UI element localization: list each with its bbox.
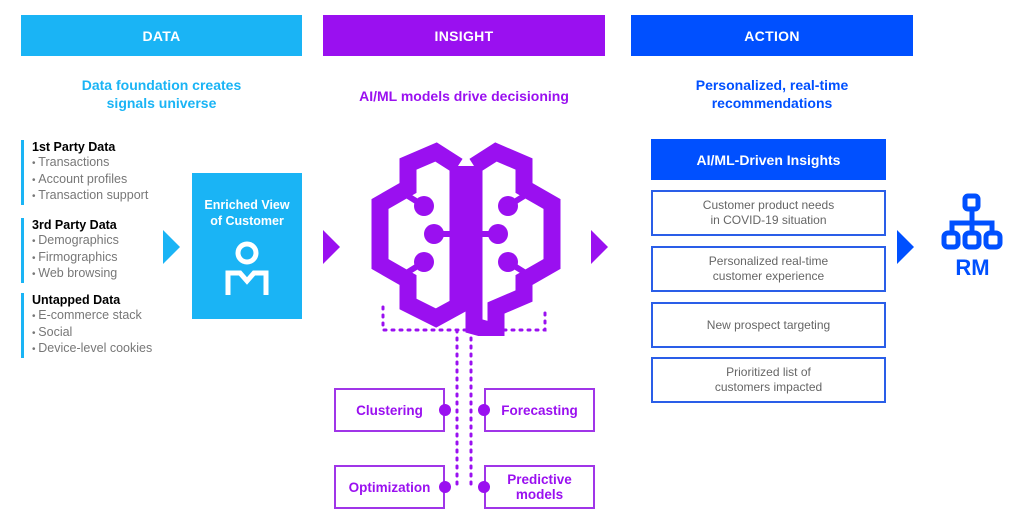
arrow-right-icon: [591, 230, 608, 264]
connector-dot: [478, 404, 490, 416]
org-hierarchy-icon: [941, 193, 1003, 250]
data-group-item: Demographics: [32, 233, 119, 250]
insight-line: Customer product needs: [702, 198, 835, 212]
rm-label: RM: [955, 255, 990, 280]
connector-dot: [478, 481, 490, 493]
insight-line: customers impacted: [714, 380, 823, 394]
ai-ml-insights-header: AI/ML-Driven Insights: [651, 139, 886, 180]
action-subtitle: Personalized, real-time recommendations: [631, 76, 913, 112]
action-subtitle-line1: Personalized, real-time: [695, 77, 849, 93]
insight-line: Prioritized list of: [726, 365, 811, 379]
insight-line: Personalized real-time: [708, 254, 829, 268]
connector-dot: [439, 481, 451, 493]
data-group-item: Device-level cookies: [32, 341, 152, 358]
data-group-item: Social: [32, 325, 152, 342]
method-label: Clustering: [356, 402, 423, 418]
insight-subtitle: AI/ML models drive decisioning: [323, 87, 605, 105]
insight-subtitle-line1: AI/ML models drive decisioning: [359, 88, 569, 104]
enriched-title-line2: of Customer: [210, 214, 284, 228]
brain-circuit-icon: [371, 142, 561, 336]
data-group-item: Firmographics: [32, 250, 119, 267]
data-group-untapped: Untapped Data E-commerce stack Social De…: [21, 293, 152, 358]
method-label: Forecasting: [501, 402, 578, 418]
data-group-third-party: 3rd Party Data Demographics Firmographic…: [21, 218, 119, 283]
column-header-data: DATA: [21, 15, 302, 56]
action-subtitle-line2: recommendations: [711, 95, 833, 111]
data-group-item: Transaction support: [32, 188, 148, 205]
method-label: Predictive: [507, 472, 572, 487]
data-group-item: E-commerce stack: [32, 308, 152, 325]
method-optimization: Optimization: [334, 465, 445, 509]
column-header-action: ACTION: [631, 15, 913, 56]
data-subtitle-line1: Data foundation creates: [81, 77, 242, 93]
arrow-right-icon: [897, 230, 914, 264]
arrow-right-icon: [163, 230, 180, 264]
connector-dot: [439, 404, 451, 416]
column-header-data-label: DATA: [142, 27, 181, 44]
dotted-connector: [381, 305, 547, 489]
data-group-item: Transactions: [32, 155, 148, 172]
column-header-action-label: ACTION: [744, 27, 800, 44]
column-header-insight-label: INSIGHT: [434, 27, 494, 44]
insight-line: customer experience: [712, 269, 825, 283]
method-label: models: [515, 487, 564, 502]
ai-ml-insights-title: AI/ML-Driven Insights: [696, 151, 841, 168]
data-group-item: Account profiles: [32, 172, 148, 189]
method-predictive-models: Predictive models: [484, 465, 595, 509]
insight-item: New prospect targeting: [651, 302, 886, 348]
insight-line: New prospect targeting: [706, 317, 831, 332]
data-group-item: Web browsing: [32, 266, 119, 283]
insight-line: in COVID-19 situation: [710, 213, 827, 227]
data-group-title: 3rd Party Data: [32, 218, 117, 232]
data-group-title: 1st Party Data: [32, 140, 116, 154]
enriched-title-line1: Enriched View: [204, 198, 290, 212]
method-label: Optimization: [348, 479, 431, 495]
data-subtitle-line2: signals universe: [106, 95, 217, 111]
enriched-view-card: Enriched View of Customer: [192, 173, 302, 319]
method-clustering: Clustering: [334, 388, 445, 432]
data-group-title: Untapped Data: [32, 293, 121, 307]
column-header-insight: INSIGHT: [323, 15, 605, 56]
person-icon: [225, 241, 269, 295]
arrow-right-icon: [323, 230, 340, 264]
data-group-first-party: 1st Party Data Transactions Account prof…: [21, 140, 148, 205]
method-forecasting: Forecasting: [484, 388, 595, 432]
data-subtitle: Data foundation creates signals universe: [21, 76, 302, 112]
